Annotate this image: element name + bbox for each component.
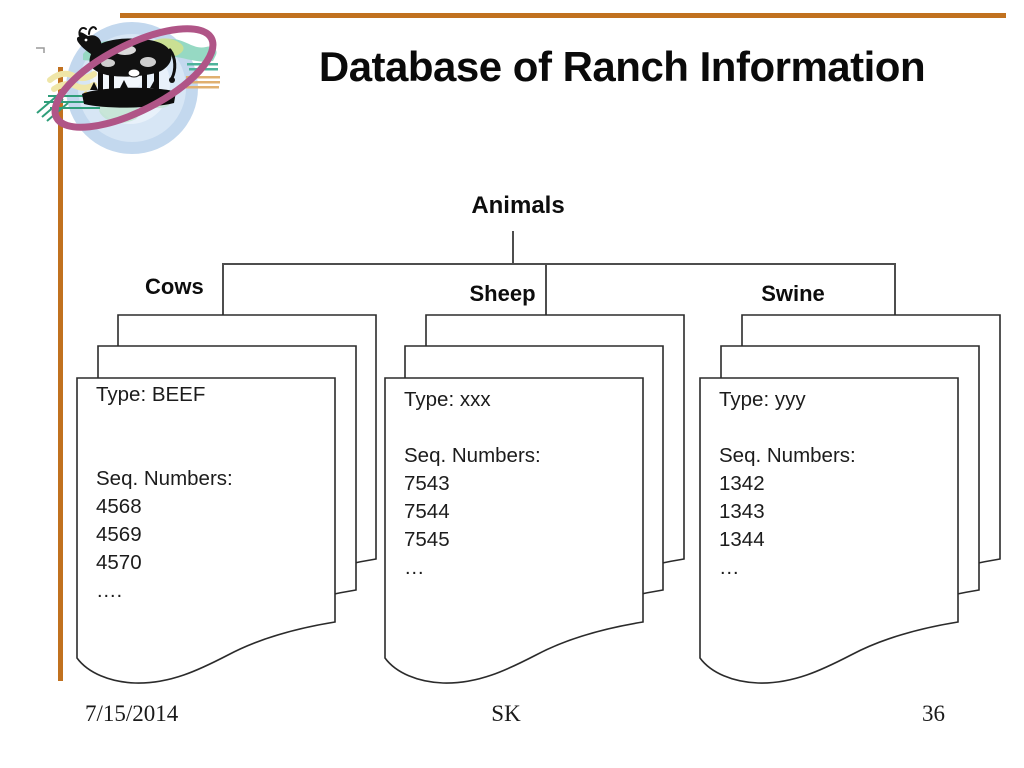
swine-type-line: Type: yyy [719, 388, 806, 411]
orbit-ring [51, 25, 217, 131]
tree-root-label: Animals [471, 192, 565, 219]
footer-page-number: 36 [922, 701, 945, 726]
sheep-seq-header: Seq. Numbers: [404, 444, 541, 467]
swine-seq-2: 1343 [719, 500, 765, 523]
sheep-seq-2: 7544 [404, 500, 450, 523]
sheep-seq-more: … [404, 556, 425, 579]
swine-seq-more: … [719, 556, 740, 579]
cows-seq-header: Seq. Numbers: [96, 467, 233, 490]
slide-title: Database of Ranch Information [318, 43, 926, 90]
cows-seq-more: …. [96, 579, 123, 602]
connector-line [222, 263, 896, 265]
cows-seq-2: 4569 [96, 523, 142, 546]
branch-label-sheep: Sheep [469, 281, 536, 306]
branch-label-cows: Cows [145, 274, 204, 299]
cows-type-line: Type: BEEF [96, 383, 206, 406]
swine-drop-line [894, 263, 896, 316]
cows-card-front [76, 377, 336, 689]
swine-seq-1: 1342 [719, 472, 765, 495]
branch-label-swine: Swine [761, 281, 825, 306]
swine-seq-3: 1344 [719, 528, 765, 551]
cows-seq-3: 4570 [96, 551, 142, 574]
sheep-card-front [384, 377, 644, 689]
corner-mark [36, 47, 45, 53]
sheep-card-text: Type: xxx Seq. Numbers: 7543 7544 7545 … [404, 386, 541, 582]
footer-date: 7/15/2014 [85, 701, 179, 726]
sheep-seq-3: 7545 [404, 528, 450, 551]
sheep-drop-line [545, 263, 547, 316]
cows-card-text: Type: BEEF Seq. Numbers: 4568 4569 4570 … [96, 381, 233, 605]
sheep-type-line: Type: xxx [404, 388, 491, 411]
swine-card-front [699, 377, 959, 689]
cows-seq-1: 4568 [96, 495, 142, 518]
cow-globe-logo [36, 22, 220, 154]
left-border-line [58, 67, 63, 681]
footer-author: SK [491, 701, 521, 726]
swine-seq-header: Seq. Numbers: [719, 444, 856, 467]
swine-card-text: Type: yyy Seq. Numbers: 1342 1343 1344 … [719, 386, 856, 582]
sheep-seq-1: 7543 [404, 472, 450, 495]
cows-drop-line [222, 263, 224, 316]
root-drop-line [512, 231, 514, 264]
top-border-line [120, 13, 1006, 18]
